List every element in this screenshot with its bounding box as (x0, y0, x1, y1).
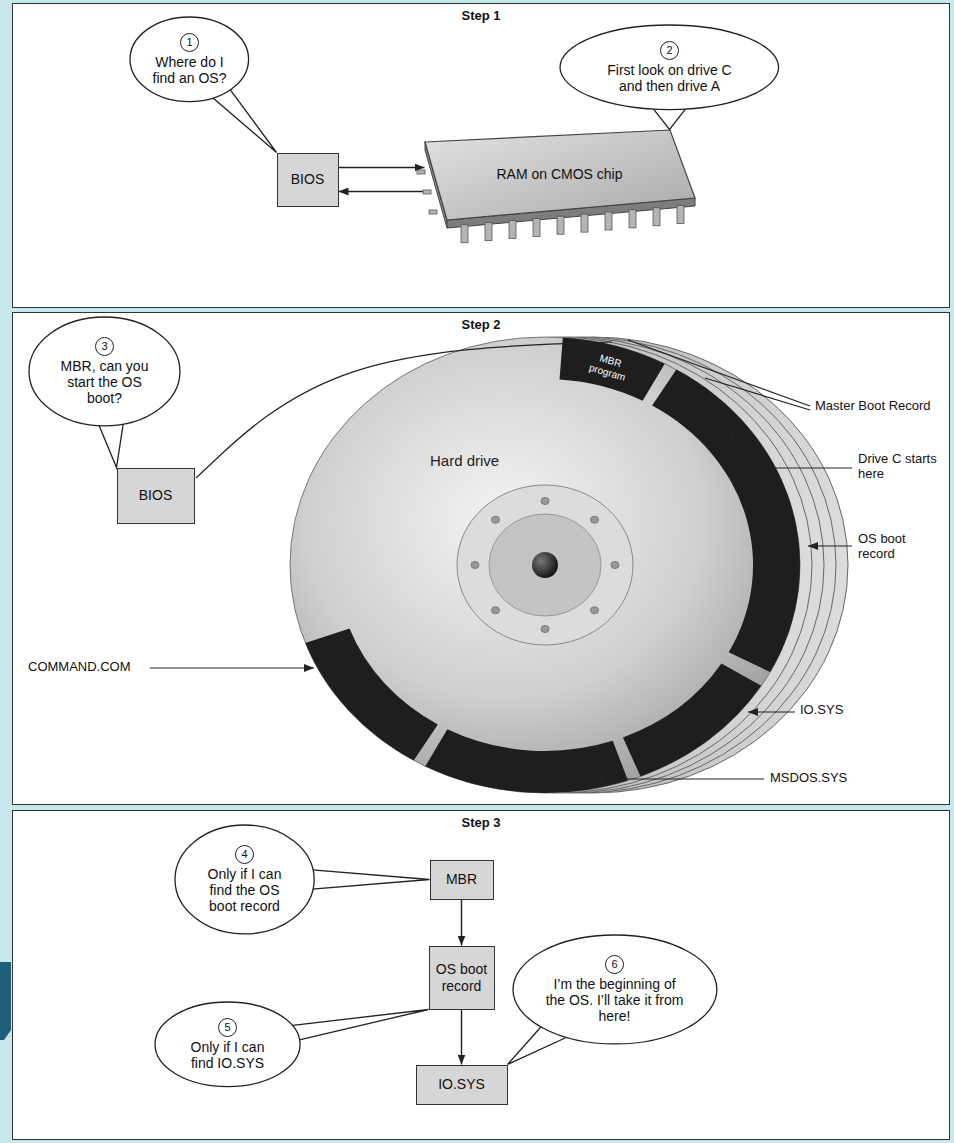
bubble-text: First look on drive C and then drive A (594, 62, 744, 94)
callout-number: 2 (594, 41, 744, 62)
panel-title: Step 3 (13, 811, 949, 830)
bubble-text: MBR, can you start the OS boot? (52, 358, 156, 406)
part-label: MBR program (579, 347, 639, 385)
callout-circle: 2 (660, 41, 679, 60)
leader-lines (150, 340, 852, 779)
leader-line (726, 432, 852, 468)
leader-line (748, 711, 795, 712)
part-label: MSDOS.SYS (770, 771, 870, 786)
arrow-connector (339, 191, 425, 192)
panel-title: Step 2 (13, 313, 949, 332)
step-panel: Step 23MBR, can you start the OS boot?BI… (12, 312, 950, 805)
process-box: OS boot record (429, 946, 495, 1010)
bubble-text: I’m the beginning of the OS. I’ll take i… (544, 976, 684, 1024)
leader-line (595, 778, 764, 779)
callout-number: 6 (544, 955, 684, 976)
arrow-connector (461, 1010, 462, 1065)
callout-circle: 6 (605, 955, 624, 974)
callout-circle: 3 (95, 337, 114, 356)
bubble-text: Only if I can find IO.SYS (177, 1039, 277, 1071)
process-box: IO.SYS (416, 1065, 508, 1105)
cmos-chip: RAM on CMOS chip (425, 130, 695, 220)
arrow-connector (461, 900, 462, 946)
part-label: IO.SYS (800, 703, 880, 718)
callout-number: 1 (148, 33, 230, 54)
callout-circle: 5 (218, 1018, 237, 1037)
leader-line (808, 545, 852, 546)
panel-title: Step 1 (13, 4, 949, 23)
process-box: BIOS (117, 468, 195, 524)
part-label: OS boot record (858, 532, 944, 562)
panel-grounds (12, 3, 950, 1140)
connectors (339, 168, 462, 1065)
process-box: MBR (430, 860, 494, 900)
callout-circle: 4 (235, 845, 254, 864)
speech-bubble: 2First look on drive C and then drive A (559, 24, 780, 111)
bubble-tail (303, 869, 429, 890)
leader-line (150, 667, 314, 668)
box-label: OS boot record (435, 961, 489, 993)
part-label: Drive C starts here (858, 452, 944, 482)
process-box: BIOS (277, 153, 339, 207)
leader-line (705, 378, 810, 410)
leader-line (628, 340, 810, 406)
box-label: BIOS (283, 171, 333, 187)
arrow-connector (339, 167, 425, 168)
bubble-text: Where do I find an OS? (148, 54, 230, 86)
speech-bubble: 5Only if I can find IO.SYS (154, 1001, 301, 1088)
speech-bubble: 3MBR, can you start the OS boot? (28, 316, 181, 427)
callout-number: 4 (196, 845, 292, 866)
box-label: MBR (436, 871, 488, 887)
callout-number: 5 (177, 1018, 277, 1039)
bubble-tails (96, 85, 690, 1065)
leader-line (196, 342, 612, 478)
callout-number: 3 (52, 337, 156, 358)
box-label: IO.SYS (422, 1076, 502, 1092)
step-panel: Step 11Where do I find an OS?BIOSRAM on … (12, 3, 950, 308)
edge-decoration (0, 962, 11, 1040)
callout-circle: 1 (180, 33, 199, 52)
speech-bubble: 1Where do I find an OS? (129, 16, 250, 103)
part-label: Hard drive (430, 452, 540, 469)
part-label: COMMAND.COM (28, 660, 153, 675)
hard-drive-illustration (290, 337, 848, 793)
speech-bubble: 6I’m the beginning of the OS. I’ll take … (512, 934, 718, 1045)
box-label: BIOS (123, 487, 189, 503)
bubble-tail (282, 1010, 428, 1043)
speech-bubble: 4Only if I can find the OS boot record (174, 824, 315, 935)
chip-label: RAM on CMOS chip (496, 166, 622, 182)
part-label: Master Boot Record (815, 399, 945, 414)
bubble-text: Only if I can find the OS boot record (196, 866, 292, 914)
step-panel: Step 34Only if I can find the OS boot re… (12, 810, 950, 1140)
